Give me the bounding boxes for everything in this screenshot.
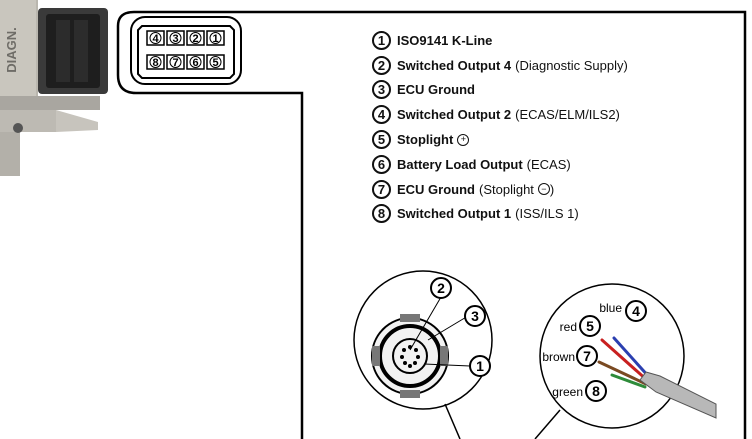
svg-text:3: 3 <box>471 308 479 324</box>
minus-circle-icon: − <box>537 183 550 196</box>
connector-pins-bottom: 8 7 6 5 <box>146 54 225 70</box>
bottom-pin-8: 8 <box>146 54 165 70</box>
pin-label: Stoplight <box>397 132 454 148</box>
callout-2: 2 <box>430 277 452 299</box>
pin-detail: (Stoplight <box>479 181 534 197</box>
svg-text:4: 4 <box>632 303 640 319</box>
wire-brown <box>597 360 648 386</box>
wire-label-brown: brown <box>542 350 575 364</box>
pin-label: ECU Ground <box>397 82 475 98</box>
pin-label: Switched Output 2 <box>397 107 512 123</box>
pin-detail: (ECAS) <box>526 156 571 172</box>
connector-pins-top: 4 3 2 1 <box>146 30 225 46</box>
pin-number: 1 <box>212 33 218 45</box>
pin-label: Switched Output 4 <box>397 57 512 73</box>
wire-number-5: 5 <box>579 315 601 337</box>
wire-green <box>610 373 647 389</box>
legend-row-pin-4: 4 Switched Output 2(ECAS/ELM/ILS2) <box>372 102 742 127</box>
pin-detail: (ECAS/ELM/ILS2) <box>515 107 620 123</box>
wire-number-4: 4 <box>625 300 647 322</box>
bottom-pin-5: 5 <box>206 54 225 70</box>
legend-row-pin-6: 6 Battery Load Output(ECAS) <box>372 152 742 177</box>
pin-number: 6 <box>192 57 198 69</box>
wire-detail: blue 4 red 5 brown 7 green 8 <box>534 283 717 439</box>
top-pin-3: 3 <box>166 30 185 46</box>
top-pin-2: 2 <box>186 30 205 46</box>
wire-labels: blue 4 red 5 brown 7 green 8 <box>542 300 647 402</box>
connector-photo: DIAGN. <box>0 0 108 176</box>
pin-number-badge: 8 <box>372 204 391 224</box>
pin-number-badge: 4 <box>372 105 391 125</box>
pin-number: 2 <box>192 33 198 45</box>
pin-label: ISO9141 K-Line <box>397 32 493 48</box>
svg-text:8: 8 <box>592 383 600 399</box>
wire-number-8: 8 <box>585 380 607 402</box>
connector-photo-label: DIAGN. <box>4 27 19 73</box>
pin-label: Switched Output 1 <box>397 206 512 222</box>
pin-number: 8 <box>152 57 158 69</box>
top-pin-1: 1 <box>206 30 225 46</box>
plus-circle-icon: + <box>457 133 470 146</box>
svg-text:5: 5 <box>586 318 594 334</box>
pin-number-badge: 7 <box>372 179 391 199</box>
top-pin-4: 4 <box>146 30 165 46</box>
pin-number: 4 <box>152 33 159 45</box>
wire-label-green: green <box>552 385 583 399</box>
svg-text:2: 2 <box>437 280 445 296</box>
bottom-pin-7: 7 <box>166 54 185 70</box>
wire-number-7: 7 <box>576 345 598 367</box>
callout-3: 3 <box>464 305 486 327</box>
pin-number-badge: 6 <box>372 154 391 174</box>
connector-callouts: 2 3 1 <box>430 277 491 377</box>
pin-number: 5 <box>212 57 218 69</box>
pin-number: 7 <box>172 57 178 69</box>
pin-number-badge: 5 <box>372 130 391 150</box>
pin-number-badge: 2 <box>372 55 391 75</box>
wire-strands <box>597 336 652 389</box>
pin-number: 3 <box>172 33 178 45</box>
legend-row-pin-7: 7 ECU Ground(Stoplight−) <box>372 177 742 202</box>
wire-red <box>600 338 650 383</box>
wire-label-blue: blue <box>599 301 622 315</box>
pin-number-badge: 3 <box>372 80 391 100</box>
svg-text:7: 7 <box>583 348 591 364</box>
bottom-pin-6: 6 <box>186 54 205 70</box>
connector-face: 4 3 2 1 8 7 6 5 <box>130 16 242 85</box>
legend-row-pin-8: 8 Switched Output 1(ISS/ILS 1) <box>372 202 742 227</box>
wire-blue <box>612 336 652 380</box>
svg-text:1: 1 <box>476 358 484 374</box>
pin-detail-end: ) <box>549 181 555 197</box>
legend-row-pin-3: 3 ECU Ground <box>372 78 742 103</box>
pin-legend: 1 ISO9141 K-Line 2 Switched Output 4(Diagno… <box>372 28 742 226</box>
pin-detail: (Diagnostic Supply) <box>515 57 628 73</box>
legend-row-pin-2: 2 Switched Output 4(Diagnostic Supply) <box>372 53 742 78</box>
diagram-frame <box>116 10 747 439</box>
pin-number-badge: 1 <box>372 30 391 50</box>
pin-label: Battery Load Output <box>397 156 523 172</box>
callout-1: 1 <box>469 355 491 377</box>
wire-label-red: red <box>560 320 577 334</box>
legend-row-pin-5: 5 Stoplight+ <box>372 127 742 152</box>
pin-label: ECU Ground <box>397 181 475 197</box>
connector-detail: 2 3 1 <box>353 270 493 439</box>
pin-detail: (ISS/ILS 1) <box>515 206 579 222</box>
legend-row-pin-1: 1 ISO9141 K-Line <box>372 28 742 53</box>
